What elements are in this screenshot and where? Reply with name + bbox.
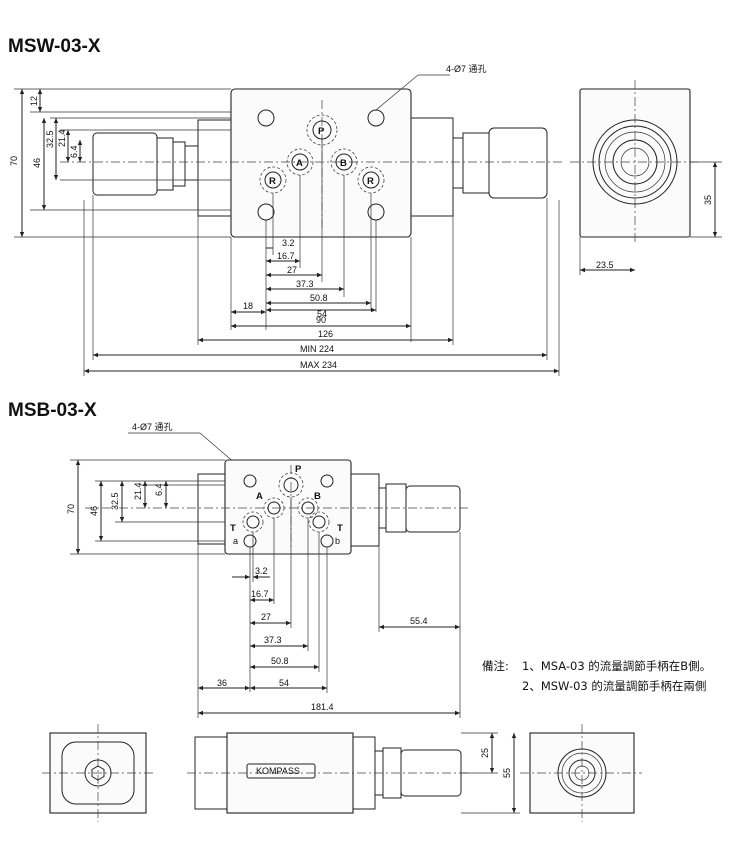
msb-dim-46: 46 [89, 506, 99, 516]
msb-dim-21-4: 21.4 [133, 482, 143, 500]
msb-dim-54: 54 [279, 678, 289, 688]
msw-dim-27: 27 [287, 265, 297, 275]
msw-dim-32-5: 32.5 [45, 130, 55, 148]
msb-end-view-right [520, 724, 642, 822]
msb-dim-36: 36 [217, 678, 227, 688]
msb-title: MSB-03-X [8, 400, 97, 421]
msb-brand-plate: KOMPASS [256, 766, 300, 776]
msb-port-b-lower: b [335, 536, 340, 546]
notes-heading: 備注: [482, 659, 509, 673]
msb-port-b: B [314, 491, 321, 502]
msb-port-t-left: T [230, 523, 236, 534]
notes-line-2: 2、MSW-03 的流量調節手柄在兩側 [522, 679, 706, 693]
msb-dim-25: 25 [480, 748, 490, 758]
msb-port-a: A [256, 491, 263, 502]
notes-line-1: 1、MSA-03 的流量調節手柄在B側。 [522, 659, 711, 673]
msw-front-view: P A B R R [60, 74, 565, 238]
msb-dim-6-4: 6.4 [154, 483, 164, 496]
msb-port-p: P [295, 464, 302, 475]
msb-hole-note: 4-Ø7 通孔 [132, 422, 173, 432]
msb-dim-32-5: 32.5 [110, 492, 120, 510]
msb-vertical-dims: 70 46 32.5 21.4 6.4 [66, 459, 225, 555]
msw-port-a: A [296, 158, 303, 169]
msb-end-view-left [42, 724, 154, 822]
msb-dim-70: 70 [66, 504, 76, 514]
msb-dim-55: 55 [502, 768, 512, 778]
msw-dim-min: MIN 224 [300, 344, 334, 354]
msw-vertical-dims: 70 12 46 32.5 21.4 6.4 [9, 88, 231, 238]
msw-dim-37-3: 37.3 [296, 279, 314, 289]
msw-dim-12: 12 [29, 96, 39, 106]
msw-port-b: B [340, 158, 347, 169]
msw-dim-90: 90 [316, 315, 326, 325]
msw-horizontal-dims: 3.2 16.7 27 37.3 50.8 54 18 90 126 MIN 2… [83, 140, 560, 376]
msw-dim-16-7: 16.7 [277, 251, 295, 261]
msw-dim-50-8: 50.8 [310, 293, 328, 303]
msb-port-t-right: T [337, 523, 343, 534]
msb-port-a-lower: a [233, 536, 238, 546]
msw-port-r-right: R [367, 176, 374, 187]
msb-dim-50-8: 50.8 [271, 656, 289, 666]
msw-hole-note: 4-Ø7 通孔 [446, 64, 487, 74]
notes: 備注: 1、MSA-03 的流量調節手柄在B側。 2、MSW-03 的流量調節手… [482, 659, 711, 693]
msw-dim-46: 46 [32, 158, 42, 168]
msw-port-p: P [318, 126, 325, 137]
msb-dim-27: 27 [261, 612, 271, 622]
msw-dim-max: MAX 234 [300, 360, 337, 370]
msw-dim-54: 54 [317, 309, 327, 319]
msw-dim-18: 18 [243, 301, 253, 311]
msw-dim-6-4: 6.4 [69, 145, 79, 158]
msw-dim-21-4: 21.4 [57, 129, 67, 147]
msw-dim-23-5: 23.5 [596, 260, 614, 270]
msw-dim-3-2: 3.2 [282, 238, 295, 248]
msw-dim-70: 70 [9, 156, 19, 166]
msw-side-view: 35 23.5 [570, 80, 722, 275]
msw-dim-35: 35 [703, 195, 713, 205]
msb-dim-3-2: 3.2 [255, 566, 268, 576]
msw-dim-126: 126 [318, 329, 333, 339]
msb-top-view: KOMPASS 25 55 [187, 732, 520, 814]
msb-dim-181-4: 181.4 [311, 702, 334, 712]
msb-dim-16-7: 16.7 [251, 589, 269, 599]
msw-title: MSW-03-X [8, 36, 101, 57]
msb-dim-37-3: 37.3 [264, 635, 282, 645]
msb-dim-55-4: 55.4 [410, 616, 428, 626]
msw-port-r-left: R [269, 176, 276, 187]
msb-horizontal-dims: 3.2 16.7 27 37.3 50.8 36 54 55.4 181.4 [197, 497, 461, 718]
